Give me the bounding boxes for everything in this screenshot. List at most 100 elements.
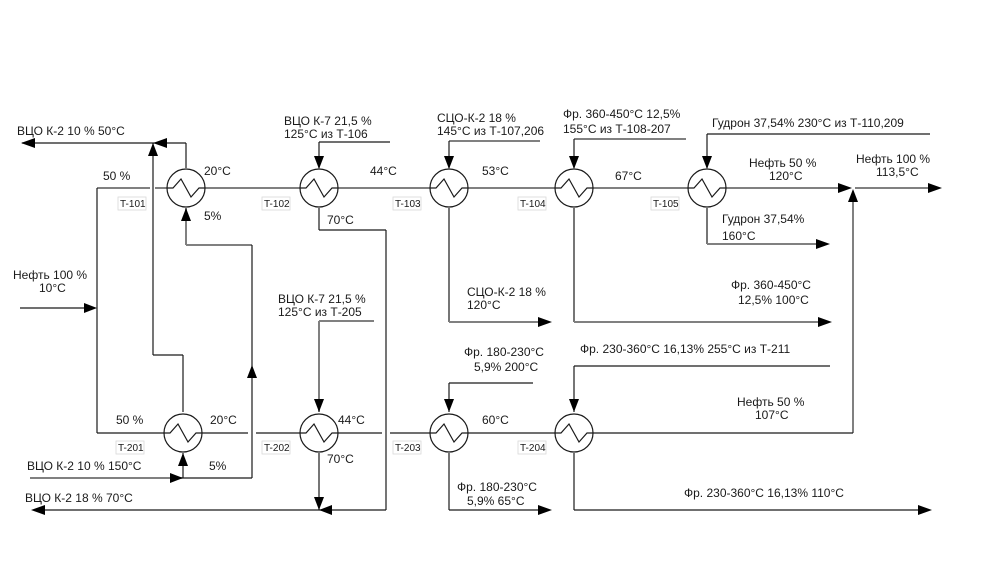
- label-neft50-bot-2: 107°C: [755, 408, 789, 422]
- label-vco-k2-10-50: ВЦО К-2 10 % 50°C: [17, 124, 125, 138]
- heat-exchanger-icon: [299, 168, 339, 208]
- arrow-down-icon: [314, 156, 324, 169]
- label-vco-k7-bot-2: 125°C из Т-205: [278, 305, 362, 319]
- sco-top-inlet: [448, 140, 540, 323]
- tag-t204: T-204: [517, 440, 547, 455]
- arrow-up-icon: [178, 453, 188, 466]
- arrow-right-icon: [928, 183, 942, 193]
- label-vco-k7-top-2: 125°C из Т-106: [284, 127, 368, 141]
- arrow-up-icon: [848, 189, 858, 202]
- arrow-down-icon: [702, 156, 712, 169]
- svg-text:T-104: T-104: [520, 199, 546, 210]
- label-gudron-out-2: 160°C: [722, 229, 756, 243]
- label-bot-5pct: 5%: [209, 459, 227, 473]
- label-neft100-in-2: 10°C: [39, 281, 66, 295]
- svg-text:T-202: T-202: [264, 443, 290, 454]
- tag-t105: T-105: [650, 196, 680, 211]
- svg-text:T-105: T-105: [653, 199, 679, 210]
- svg-text:T-203: T-203: [395, 443, 421, 454]
- tag-t203: T-203: [392, 440, 422, 455]
- arrow-right-icon: [538, 317, 552, 327]
- label-t203-60: 60°C: [482, 413, 509, 427]
- label-fr180-out-1: Фр. 180-230°C: [457, 480, 537, 494]
- heat-exchanger-icon: [429, 413, 469, 453]
- label-fr360-top-1: Фр. 360-450°C 12,5%: [563, 107, 681, 121]
- tag-t103: T-103: [392, 196, 422, 211]
- label-neft100-out-1: Нефть 100 %: [856, 152, 930, 166]
- label-t201-temp: 20°C: [210, 413, 237, 427]
- label-neft100-in-1: Нефть 100 %: [13, 268, 87, 282]
- arrow-right-icon: [170, 473, 183, 483]
- tag-t202: T-202: [261, 440, 291, 455]
- heat-exchanger-icon: [429, 168, 469, 208]
- label-neft50-out-1: Нефть 50 %: [749, 156, 817, 170]
- tag-t101: T-101: [117, 196, 147, 211]
- gudron-inlet: [706, 133, 930, 245]
- arrow-down-icon: [569, 156, 579, 169]
- arrow-down-icon: [314, 497, 324, 510]
- label-fr230-out: Фр. 230-360°C 16,13% 110°C: [684, 486, 844, 500]
- arrow-down-icon: [444, 399, 454, 412]
- arrow-right-icon: [838, 183, 852, 193]
- label-sco-out-2: 120°C: [467, 298, 501, 312]
- heat-exchanger-icon: [163, 413, 203, 453]
- svg-text:T-201: T-201: [118, 443, 144, 454]
- arrow-left-icon: [319, 505, 332, 515]
- label-vco-k7-top-1: ВЦО К-7 21,5 %: [284, 114, 372, 128]
- tag-t102: T-102: [261, 196, 291, 211]
- arrow-right-icon: [818, 317, 832, 327]
- svg-text:T-101: T-101: [120, 199, 146, 210]
- tag-t104: T-104: [517, 196, 547, 211]
- label-fr180-out-2: 5,9% 65°C: [467, 494, 525, 508]
- heat-exchanger-icon: [299, 413, 339, 453]
- label-gudron-out-1: Гудрон 37,54%: [722, 212, 805, 226]
- label-t103-53: 53°C: [482, 164, 509, 178]
- tag-t201: T-201: [115, 440, 145, 455]
- label-bot-50pct: 50 %: [116, 413, 144, 427]
- arrow-left-icon: [21, 138, 35, 148]
- label-fr360-out-2: 12,5% 100°C: [738, 293, 809, 307]
- heat-exchanger-icon: [687, 168, 727, 208]
- label-t102-44: 44°C: [370, 164, 397, 178]
- svg-text:T-102: T-102: [264, 199, 290, 210]
- label-fr230-in: Фр. 230-360°C 16,13% 255°C из Т-211: [580, 342, 790, 356]
- t102-outlet-line: [318, 208, 387, 510]
- arrow-up-icon: [181, 208, 191, 221]
- label-neft100-out-2: 113,5°C: [876, 165, 919, 179]
- arrow-down-icon: [314, 399, 324, 412]
- arrow-right-icon: [538, 505, 552, 515]
- svg-text:T-103: T-103: [395, 199, 421, 210]
- label-vco-k2-18-70: ВЦО К-2 18 % 70°C: [25, 491, 133, 505]
- arrow-up-icon: [247, 365, 257, 378]
- label-t202-70: 70°C: [327, 452, 354, 466]
- arrow-down-icon: [444, 156, 454, 169]
- inlet-crude-line: [20, 188, 98, 433]
- label-sco-top-1: СЦО-К-2 18 %: [437, 111, 516, 125]
- heat-exchanger-icon: [554, 168, 594, 208]
- arrow-left-icon: [31, 505, 45, 515]
- label-fr360-top-2: 155°C из Т-108-207: [563, 122, 671, 136]
- arrow-up-icon: [148, 143, 158, 156]
- vco-k7-bottom-inlet: [318, 320, 374, 412]
- label-t101-temp: 20°C: [204, 164, 231, 178]
- label-gudron-inlet: Гудрон 37,54% 230°C из Т-110,209: [712, 116, 904, 130]
- label-fr180-in-2: 5,9% 200°C: [474, 360, 539, 374]
- label-neft50-out-2: 120°C: [769, 169, 803, 183]
- label-neft50-bot-1: Нефть 50 %: [737, 395, 805, 409]
- label-sco-top-2: 145°C из Т-107,206: [437, 124, 544, 138]
- arrow-right-icon: [84, 303, 97, 313]
- label-t101-5pct: 5%: [204, 209, 222, 223]
- arrow-left-icon: [153, 138, 167, 148]
- arrow-down-icon: [569, 399, 579, 412]
- label-vco-k7-bot-1: ВЦО К-7 21,5 %: [278, 292, 366, 306]
- arrow-right-icon: [918, 505, 932, 515]
- label-vco-k2-150: ВЦО К-2 10 % 150°C: [27, 459, 142, 473]
- label-t102-70: 70°C: [327, 213, 354, 227]
- label-t104-67: 67°C: [615, 169, 642, 183]
- svg-text:T-204: T-204: [520, 443, 546, 454]
- arrow-right-icon: [816, 239, 830, 249]
- fr360-top-inlet: [573, 138, 820, 323]
- label-t202-44: 44°C: [338, 413, 365, 427]
- heat-exchanger-icon: [166, 168, 206, 208]
